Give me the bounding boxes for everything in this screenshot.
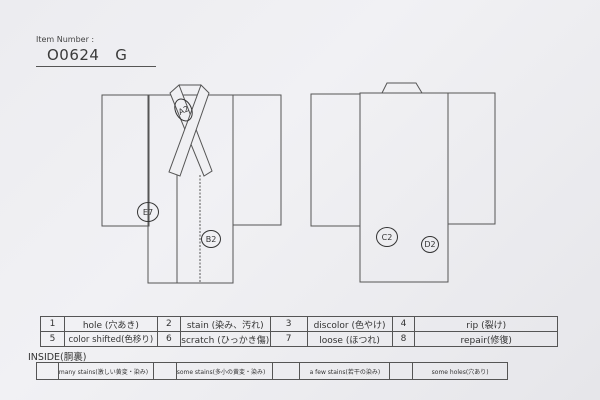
inside-option: many stains(激しい黄変・染み)	[57, 362, 154, 380]
table-row: 1 hole (穴あき) 2 stain (染み、汚れ) 3 discolor …	[40, 316, 558, 332]
inside-checkbox[interactable]	[271, 362, 301, 380]
defect-number: 6	[156, 331, 181, 347]
collar-band-right	[168, 84, 210, 177]
item-grade: G	[115, 46, 128, 64]
item-number-underline	[36, 66, 156, 67]
defect-number: 2	[156, 316, 181, 332]
defect-number: 3	[269, 316, 308, 332]
back-collar-tab	[381, 82, 423, 94]
defect-label: stain (染み、汚れ)	[179, 316, 271, 332]
inside-checkbox[interactable]	[152, 362, 177, 380]
defect-mark: B2	[201, 230, 221, 248]
inside-checkbox[interactable]	[36, 362, 59, 380]
inside-condition-table: many stains(激しい黄変・染み) some stains(多小の黄変・…	[36, 362, 508, 380]
back-right-sleeve	[447, 92, 496, 225]
inside-option: a few stains(若干の染み)	[299, 362, 391, 380]
table-row: 5 color shifted(色移り) 6 scratch (ひっかき傷) 7…	[40, 331, 558, 347]
defect-mark: E7	[137, 202, 159, 222]
inside-section-label: INSIDE(胴裏)	[28, 352, 87, 363]
defect-number: 5	[40, 331, 65, 347]
defect-number: 8	[391, 331, 416, 347]
defect-label: repair(修復)	[414, 331, 558, 347]
front-right-sleeve	[232, 94, 282, 226]
defect-label: rip (裂け)	[414, 316, 558, 332]
defect-mark: D2	[421, 236, 439, 253]
defect-label: loose (ほつれ)	[306, 331, 393, 347]
inside-option: some holes(穴あり)	[412, 362, 508, 380]
defect-mark: C2	[376, 227, 398, 247]
kimono-front-diagram	[101, 84, 282, 284]
defect-label: discolor (色やけ)	[306, 316, 393, 332]
defect-legend-table: 1 hole (穴あき) 2 stain (染み、汚れ) 3 discolor …	[40, 316, 558, 347]
item-number: O0624	[47, 46, 100, 64]
defect-label: scratch (ひっかき傷)	[179, 331, 271, 347]
front-left-sleeve	[101, 94, 150, 227]
table-row: many stains(激しい黄変・染み) some stains(多小の黄変・…	[36, 362, 508, 380]
inside-checkbox[interactable]	[389, 362, 414, 380]
back-body	[359, 92, 449, 283]
defect-label: color shifted(色移り)	[63, 331, 158, 347]
back-left-sleeve	[310, 93, 361, 227]
defect-label: hole (穴あき)	[63, 316, 158, 332]
kimono-back-diagram	[310, 82, 496, 283]
defect-number: 1	[40, 316, 65, 332]
defect-number: 7	[269, 331, 308, 347]
inside-option: some stains(多小の黄変・染み)	[175, 362, 273, 380]
defect-number: 4	[391, 316, 416, 332]
item-number-value: O0624 G	[47, 46, 127, 64]
item-number-label: Item Number :	[36, 35, 95, 44]
